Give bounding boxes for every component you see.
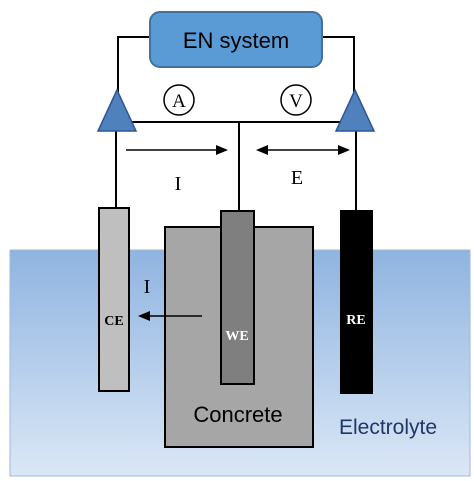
reference-electrode xyxy=(340,210,373,394)
left-buffer-triangle xyxy=(96,88,138,132)
concrete-label: Concrete xyxy=(193,402,282,427)
potential-double-arrow xyxy=(256,145,350,155)
current-arrow-solution xyxy=(138,311,202,321)
voltmeter-symbol: V xyxy=(289,91,303,112)
circuit-wires xyxy=(115,36,357,212)
ammeter-symbol: A xyxy=(172,91,186,112)
ammeter: A xyxy=(163,84,195,116)
en-system-label: EN system xyxy=(183,28,289,53)
voltmeter: V xyxy=(280,84,312,116)
potential-label: E xyxy=(291,167,303,189)
working-electrode xyxy=(220,210,255,385)
working-electrode-label: WE xyxy=(225,329,248,344)
reference-electrode-label: RE xyxy=(346,313,365,328)
current-arrow-top xyxy=(126,145,228,155)
counter-electrode-label: CE xyxy=(104,314,123,329)
en-system-box: EN system xyxy=(149,11,323,68)
current-label-solution: I xyxy=(144,276,151,298)
electrolyte-label: Electrolyte xyxy=(339,416,437,439)
counter-electrode xyxy=(98,207,130,392)
right-buffer-triangle xyxy=(334,88,376,132)
current-label-top: I xyxy=(175,173,182,195)
